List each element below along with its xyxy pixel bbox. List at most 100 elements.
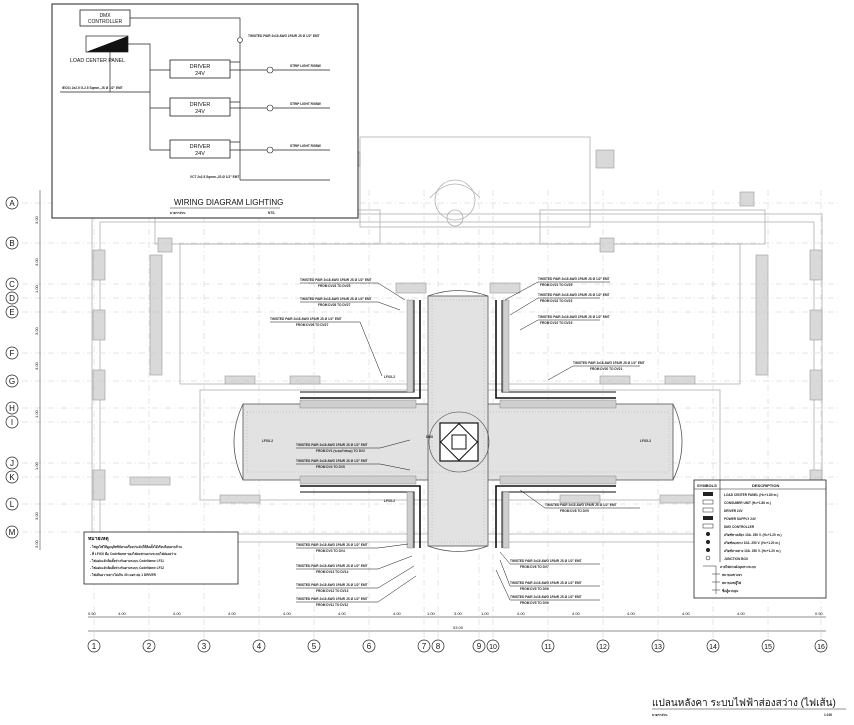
note-twisted-14: TWISTED PAIR 2x18 AWG 1PAIR JS Ø 1/2" EM…: [296, 597, 368, 601]
legend-item-1: LOAD CENTER PANEL (H=+1.80 m.): [724, 493, 778, 497]
svg-text:10: 10: [489, 644, 497, 651]
note-twisted-13: TWISTED PAIR 2x18 AWG 1PAIR JS Ø 1/2" EM…: [296, 583, 368, 587]
svg-text:1.00: 1.00: [481, 611, 490, 616]
note-from-dv6: FROM DV6 TO DV7: [520, 565, 549, 569]
note-twisted-11: TWISTED PAIR 2x18 AWG 1PAIR JS Ø 1/2" EM…: [296, 543, 368, 547]
col-bubble-10: 10: [486, 639, 500, 653]
svg-text:D: D: [9, 294, 15, 303]
svg-text:24V: 24V: [195, 151, 205, 157]
note-twisted-1: TWISTED PAIR 2x18 AWG 1PAIR JS Ø 1/2" EM…: [300, 278, 372, 282]
svg-text:1.00: 1.00: [34, 461, 39, 470]
svg-text:LOAD CENTER PANEL: LOAD CENTER PANEL: [70, 58, 125, 64]
svg-text:H: H: [9, 404, 15, 413]
annotation-leaders: [270, 281, 640, 603]
driver-1: DRIVER 24V: [169, 59, 231, 79]
note-twisted-5: TWISTED PAIR 2x18 AWG 1PAIR JS Ø 1/2" EM…: [538, 293, 610, 297]
svg-text:6: 6: [367, 642, 372, 651]
footer-title-block: แปลนหลังคา ระบบไฟฟ้าส่องสว่าง (ไฟเส้น) ม…: [652, 697, 846, 717]
row-bubble-b: B: [5, 236, 19, 250]
svg-text:B: B: [9, 239, 14, 248]
note-from-dv20: FROM DV20 TO DV21: [590, 367, 623, 371]
note-twisted-12: TWISTED PAIR 2x18 AWG 1PAIR JS Ø 1/2" EM…: [296, 564, 368, 568]
note-from-dv3: FROM DV3 TO DV4: [316, 549, 345, 553]
svg-text:7: 7: [422, 642, 427, 651]
note-twisted-8: TWISTED PAIR 2x18 AWG 1PAIR JS Ø 1/2" EM…: [296, 443, 368, 447]
note-from-dv13: FROM DV13 TO DV14: [316, 570, 349, 574]
legend-item-3: DRIVER 24V: [724, 509, 743, 513]
svg-text:1.00: 1.00: [34, 284, 39, 293]
note-twisted-17: TWISTED PAIR 2x18 AWG 1PAIR JS Ø 1/2" EM…: [510, 595, 582, 599]
col-bubble-3: 3: [197, 639, 211, 653]
svg-text:4.00: 4.00: [118, 611, 127, 616]
svg-text:G: G: [9, 377, 15, 386]
legend-item-5: DMX CONTROLLER: [724, 525, 755, 529]
lfix-label-2: LFXX-2: [384, 499, 395, 503]
row-bubble-e: E: [5, 305, 19, 319]
cross-roof-plan: [233, 290, 683, 552]
legend-sub-2: หมายเลขวงจร: [722, 573, 742, 577]
svg-text:11: 11: [544, 644, 551, 651]
svg-text:5: 5: [312, 642, 317, 651]
column-dimensions: 0.50 4.00 4.00 4.00 4.00 4.00 4.00 1.00 …: [88, 611, 826, 632]
row-labels: A B C D E F G H I J K L M: [5, 196, 19, 539]
row-bubble-c: C: [5, 277, 19, 291]
note-from-dv26-b: FROM DV26 TO DV27: [296, 323, 329, 327]
note-twisted-16: TWISTED PAIR 2x18 AWG 1PAIR JS Ø 1/2" EM…: [510, 581, 582, 585]
legend-sub-3: หมายเลขตู้ไฟ: [722, 580, 742, 586]
note-twisted-3: TWISTED PAIR 2x18 AWG 1PAIR JS Ø 1/2" EM…: [270, 317, 342, 321]
svg-text:4.00: 4.00: [228, 611, 237, 616]
row-bubble-d: D: [5, 291, 19, 305]
wiring-diagram-title: WIRING DIAGRAM LIGHTING: [174, 198, 283, 207]
col-bubble-4: 4: [252, 639, 266, 653]
total-width: 53.00: [453, 625, 464, 630]
svg-text:4: 4: [257, 642, 262, 651]
lfix-label-1: LFXX-2: [384, 375, 395, 379]
svg-text:1: 1: [92, 642, 97, 651]
legend-box: SYMBOLS DESCRIPTION LOAD CENTER PANEL (H…: [693, 479, 827, 599]
col-bubble-15: 15: [761, 639, 775, 653]
svg-text:DRIVER: DRIVER: [190, 144, 211, 150]
legend-header-description: DESCRIPTION: [752, 483, 779, 488]
svg-text:1.00: 1.00: [34, 409, 39, 418]
notes-line-4: - ไฟแต่ละตัวติดตั้งห่างกันตามระบบ CodeNa…: [90, 564, 164, 570]
svg-text:9: 9: [477, 642, 482, 651]
notes-line-3: - ไฟแต่ละตัวติดตั้งห่างกันตามระบบ CodeNa…: [90, 557, 164, 563]
notes-line-1: - ไฟสูงไฟให้ดูอนุสิทธิบัตรเครื่องประดับใ…: [90, 543, 183, 550]
wd-led-3: STRIP LIGHT RGBW: [290, 144, 321, 148]
legend-item-7: สวิตช์สองทาง 10A. 250 V. (H=+1.20 m.): [724, 540, 780, 545]
note-twisted-6: TWISTED PAIR 2x18 AWG 1PAIR JS Ø 1/2" EM…: [538, 315, 610, 319]
svg-text:0.50: 0.50: [815, 611, 824, 616]
note-twisted-9: TWISTED PAIR 2x18 AWG 1PAIR JS Ø 1/2" EM…: [296, 459, 368, 463]
svg-text:C: C: [9, 280, 15, 289]
row-bubble-f: F: [5, 346, 19, 360]
col-bubble-9: 9: [472, 639, 486, 653]
architecture-background: [91, 136, 823, 543]
svg-text:4.00: 4.00: [173, 611, 182, 616]
svg-text:3.00: 3.00: [34, 326, 39, 335]
svg-text:E: E: [9, 308, 14, 317]
note-from-dv11: FROM DV11 TO DV12: [316, 603, 348, 607]
note-twisted-15: TWISTED PAIR 2x18 AWG 1PAIR JS Ø 1/2" EM…: [510, 559, 582, 563]
svg-text:K: K: [9, 473, 15, 482]
row-bubble-h: H: [5, 401, 19, 415]
notes-line-2: - ที่ LFIXX คือ CodeName ของไฟสะพานตามระ…: [90, 551, 177, 556]
legend-sub-1: สายไฟตามผังคุมทางระบบ: [720, 564, 756, 570]
svg-text:L: L: [10, 500, 15, 509]
svg-text:12: 12: [599, 644, 607, 651]
col-bubble-6: 6: [362, 639, 376, 653]
row-dimensions: 3.00 3.00 1.00 3.00 3.00 1.00 1.00 3.00 …: [34, 190, 41, 550]
wd-cable-top: TWISTED PAIR 2x18 AWG 1PAIR JS Ø 1/2" EM…: [248, 34, 320, 38]
drawing-title: แปลนหลังคา ระบบไฟฟ้าส่องสว่าง (ไฟเส้น): [652, 697, 836, 709]
legend-item-9: JUNCTION BOX: [724, 557, 749, 561]
svg-text:24V: 24V: [195, 109, 205, 115]
svg-text:A: A: [9, 199, 15, 208]
svg-text:4.00: 4.00: [283, 611, 292, 616]
svg-text:0.50: 0.50: [88, 611, 97, 616]
legend-item-8: สวิตช์สามทาง 10A. 250 V. (H=+1.20 m.): [724, 548, 781, 553]
annotation-texts: TWISTED PAIR 2x18 AWG 1PAIR JS Ø 1/2" EM…: [262, 277, 651, 607]
col-bubble-5: 5: [307, 639, 321, 653]
svg-text:3.00: 3.00: [34, 539, 39, 548]
drawing-scale: 1:100: [824, 713, 832, 717]
row-bubble-j: J: [5, 456, 19, 470]
svg-text:F: F: [10, 349, 15, 358]
